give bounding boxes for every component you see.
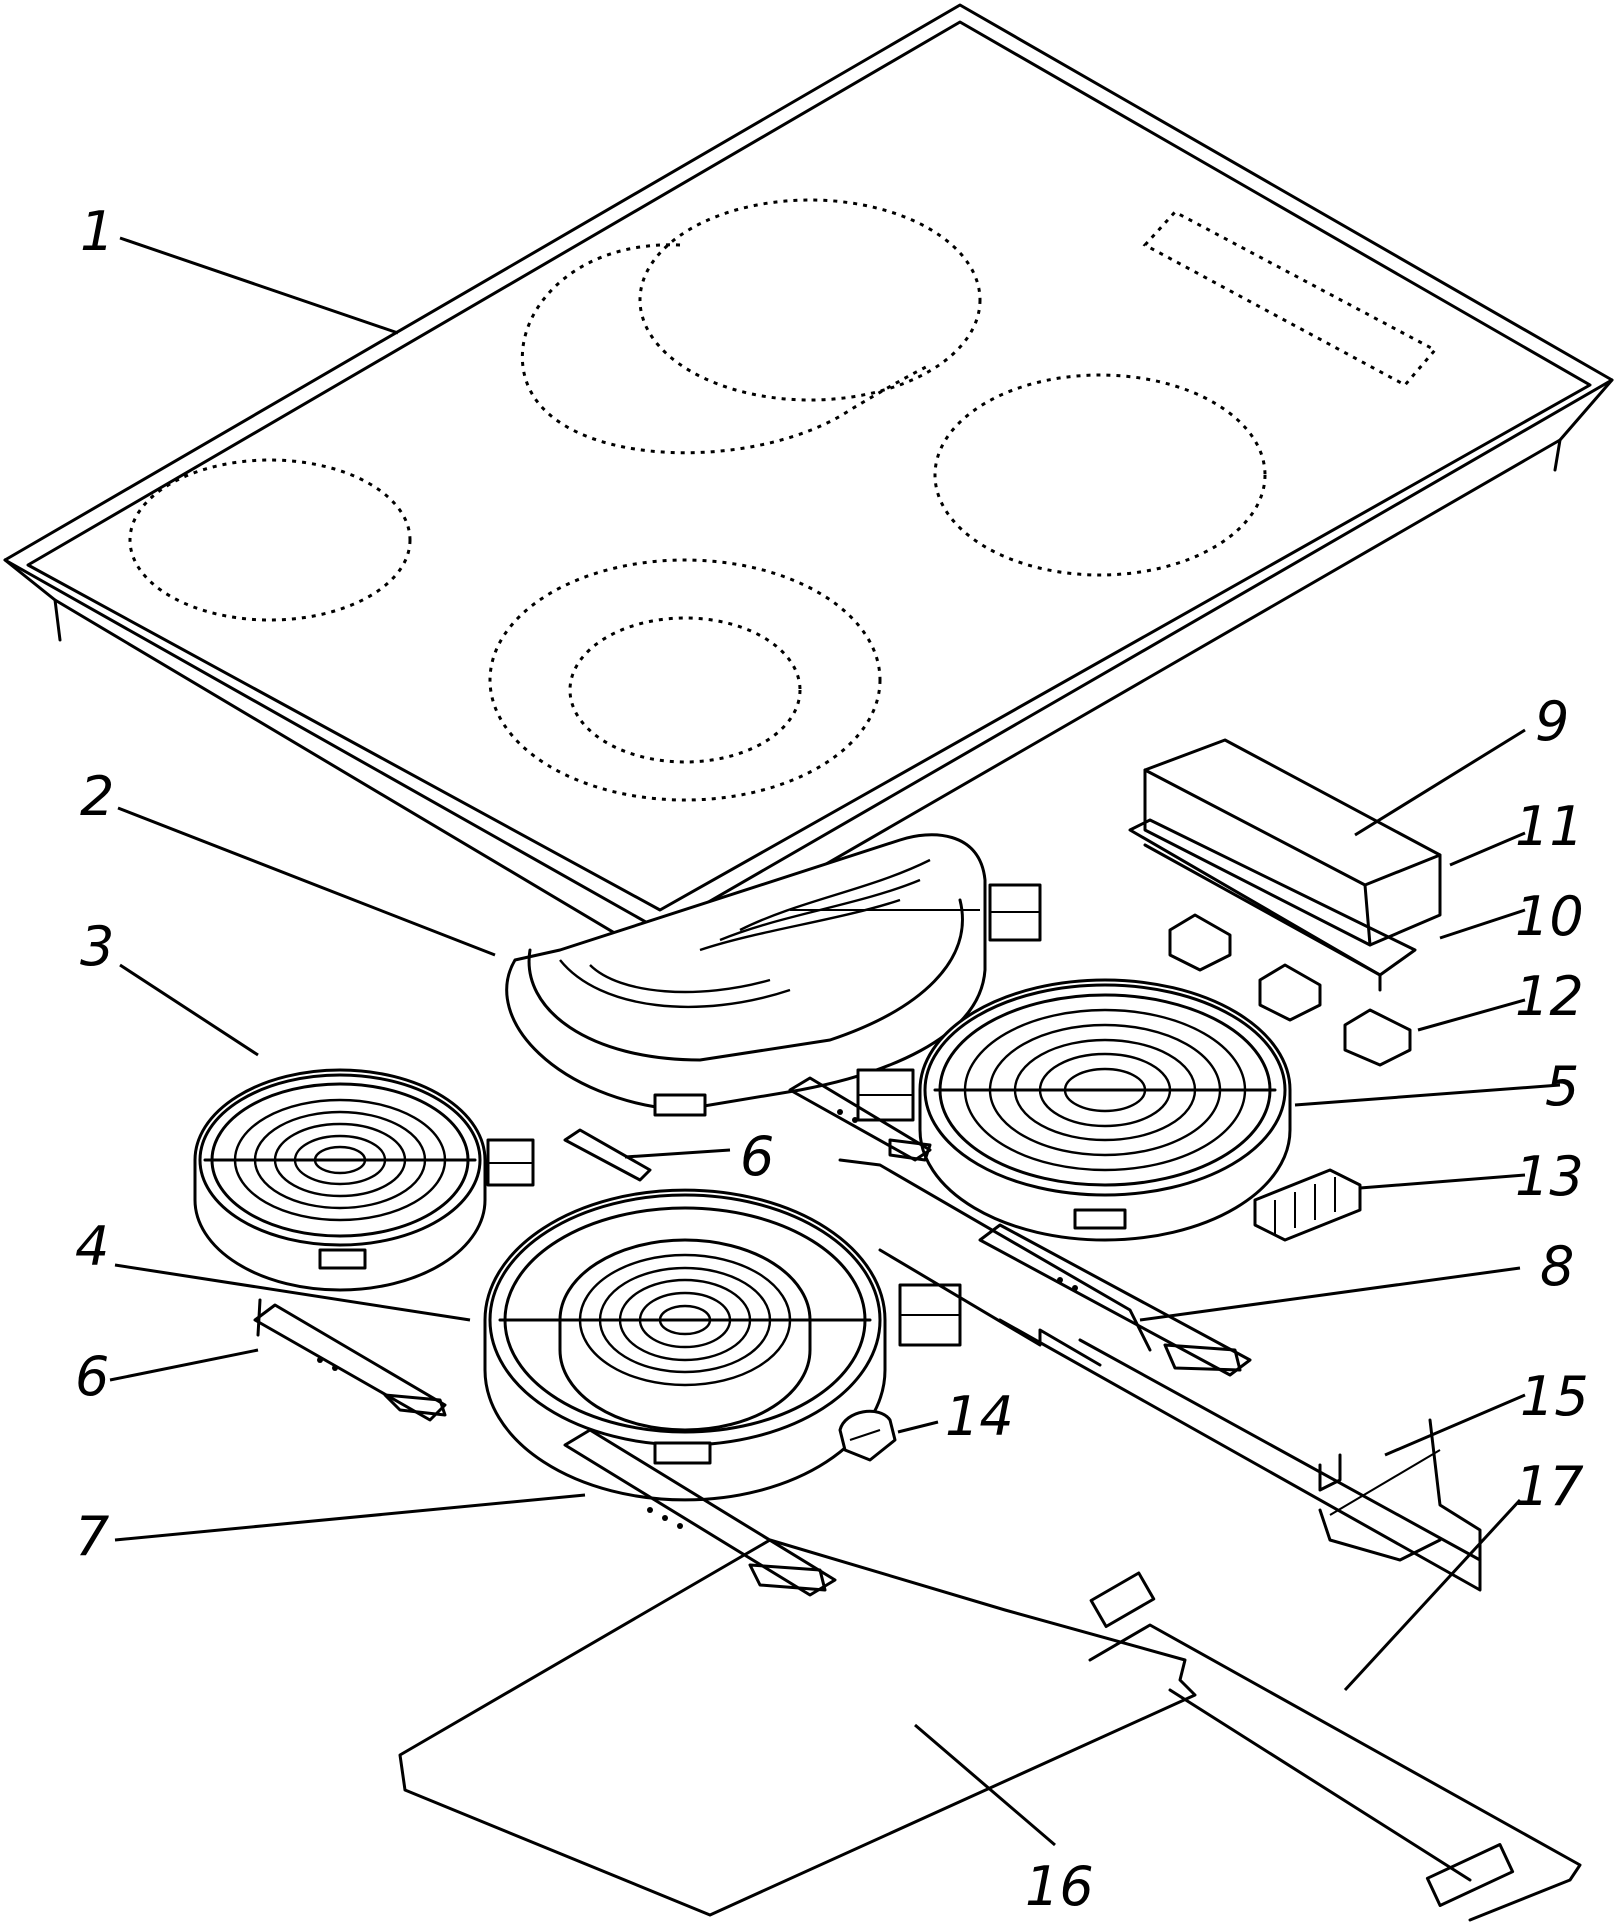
dual-circle-heating-element	[483, 1188, 962, 1502]
callout-7: 7	[75, 1505, 109, 1568]
callout-12: 12	[1515, 965, 1584, 1028]
callout-8: 8	[1540, 1235, 1574, 1298]
base-panels	[398, 1538, 1582, 1922]
dual-oval-heating-element	[505, 833, 1042, 1117]
callout-11: 11	[1515, 795, 1584, 858]
large-heating-element	[856, 978, 1292, 1242]
support-frame	[838, 1158, 1482, 1592]
callout-6-upper: 6	[740, 1125, 774, 1188]
callout-5: 5	[1545, 1055, 1579, 1118]
mounting-bracket-upper	[563, 1076, 932, 1182]
mounting-bracket-front	[563, 1428, 837, 1597]
callout-2: 2	[80, 765, 114, 828]
callout-6-lower: 6	[75, 1345, 109, 1408]
mounting-bracket-left	[253, 1298, 447, 1422]
callout-10: 10	[1515, 885, 1584, 948]
callout-14: 14	[945, 1385, 1014, 1448]
terminal-blocks	[1168, 913, 1412, 1067]
callout-9: 9	[1535, 690, 1569, 753]
callout-17: 17	[1515, 1455, 1584, 1518]
control-panel-module	[1128, 738, 1442, 992]
callout-16: 16	[1025, 1855, 1094, 1918]
leader-lines	[109, 236, 1561, 1847]
callout-3: 3	[80, 915, 114, 978]
terminal-strip	[1253, 1168, 1362, 1242]
callout-15: 15	[1520, 1365, 1589, 1428]
small-heating-element	[193, 1068, 535, 1292]
callout-13: 13	[1515, 1145, 1584, 1208]
connector-clip	[838, 1409, 897, 1462]
cooktop-glass-top	[3, 3, 1614, 962]
callout-labels: 1 2 3 4 5 6 6 7 8 9 10 11 12 13 14 15 16…	[75, 200, 1589, 1918]
callout-1: 1	[80, 200, 114, 263]
callout-4: 4	[75, 1215, 109, 1278]
